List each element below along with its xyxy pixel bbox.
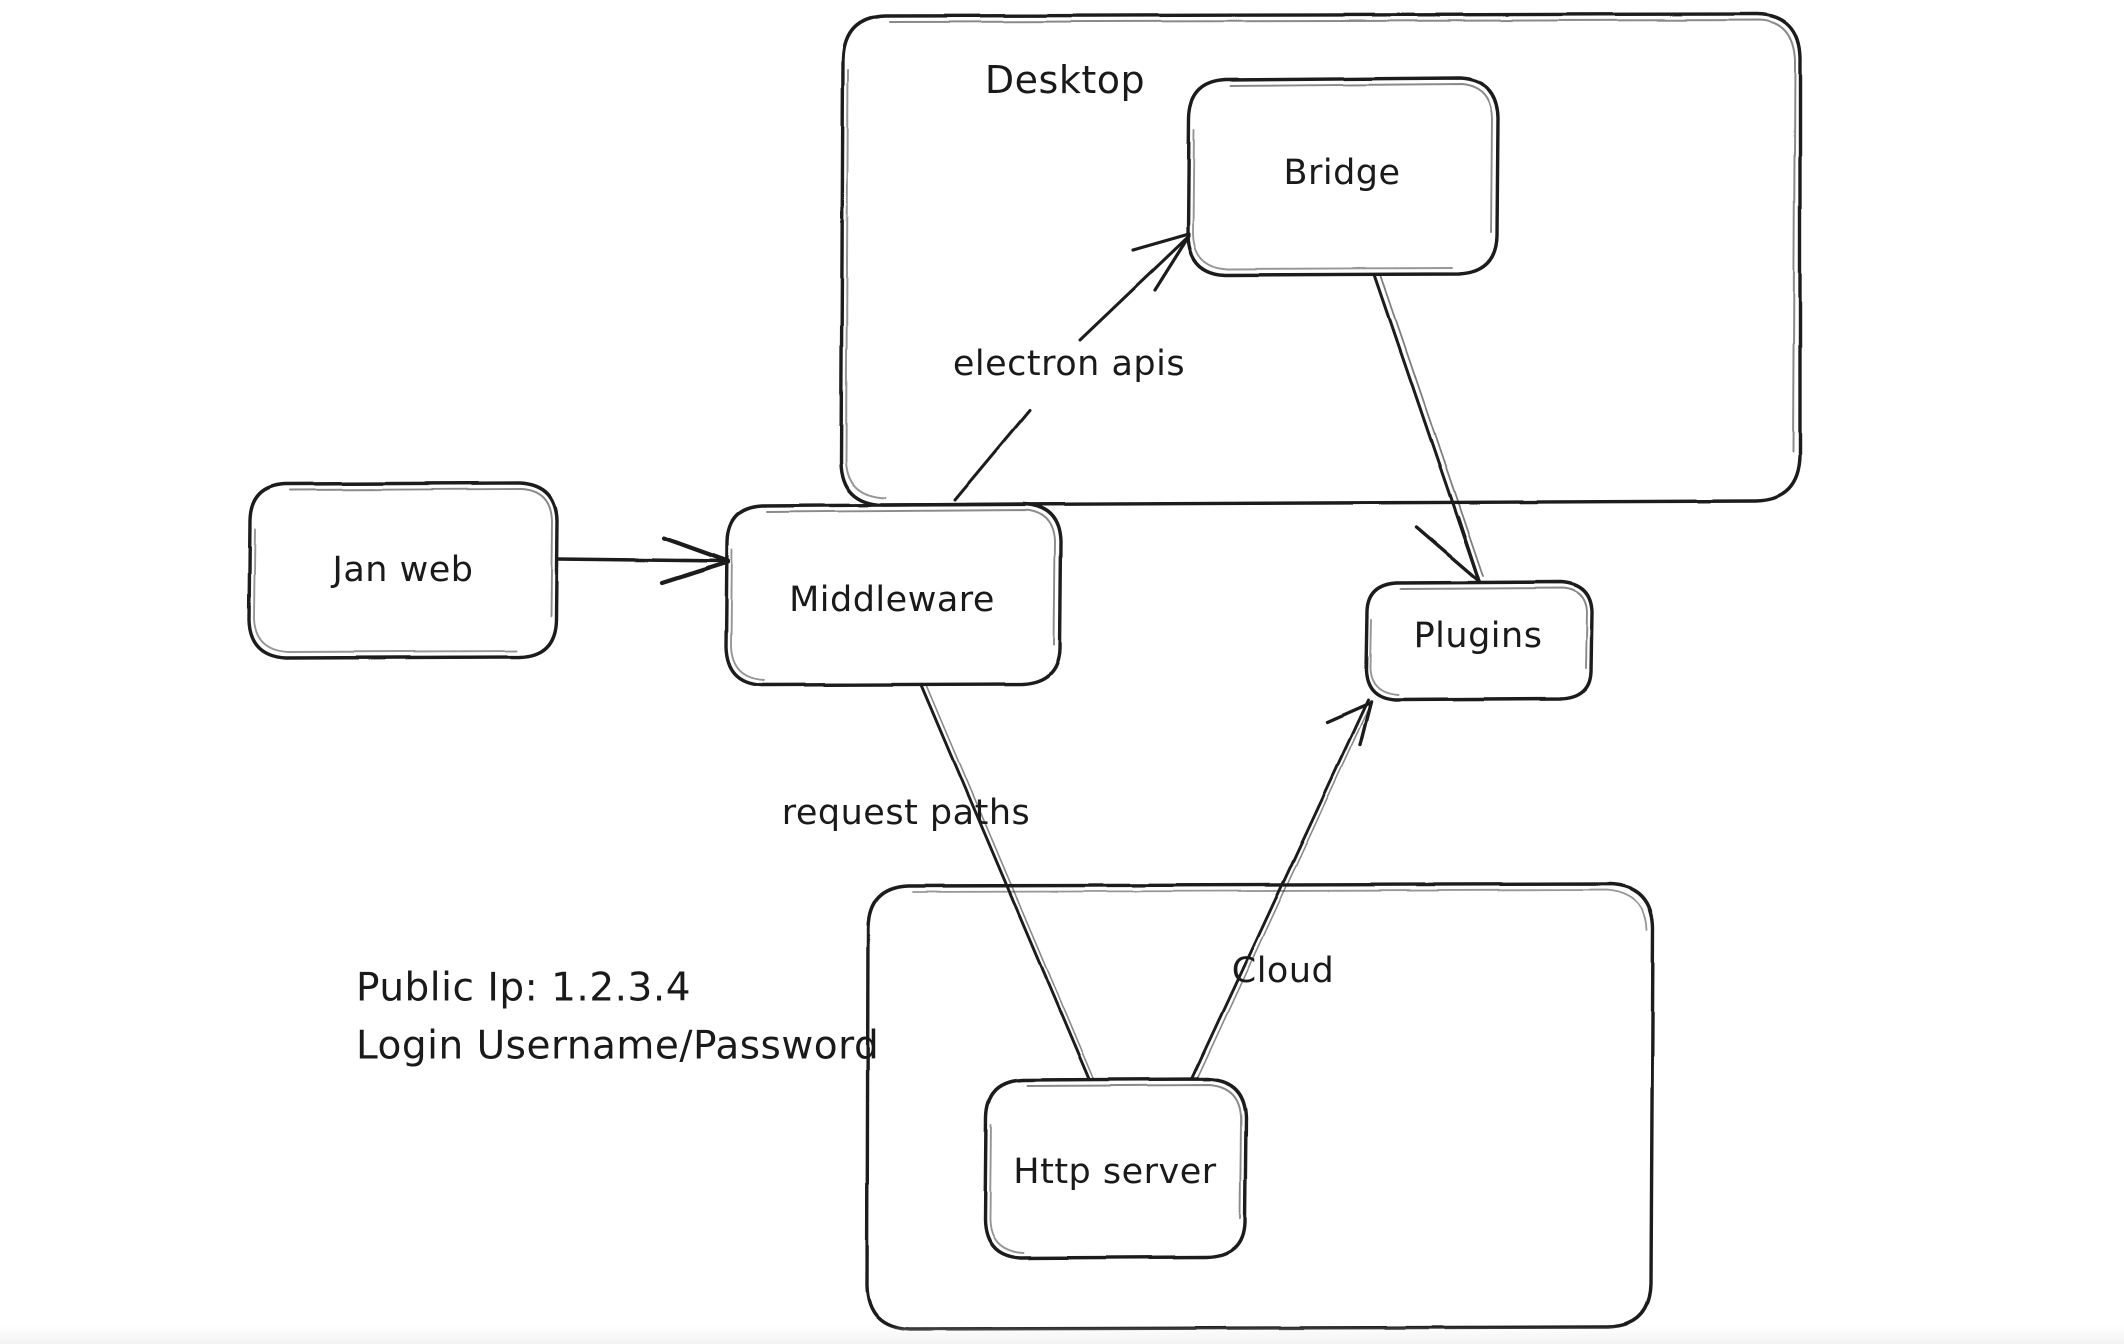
group-desktop-outline bbox=[839, 12, 1802, 507]
node-plugins-outline[interactable] bbox=[1364, 580, 1594, 702]
node-label-plugins[interactable]: Plugins bbox=[1413, 616, 1543, 656]
node-http-server-outline[interactable] bbox=[983, 1077, 1248, 1260]
edge-janweb-to-middleware bbox=[555, 535, 731, 586]
node-bridge-outline[interactable] bbox=[1186, 76, 1500, 277]
node-middleware-outline[interactable] bbox=[724, 502, 1063, 687]
node-label-jan-web[interactable]: Jan web bbox=[332, 550, 474, 590]
node-label-http-server[interactable]: Http server bbox=[1013, 1152, 1217, 1192]
bottom-edge-fade bbox=[0, 1326, 2124, 1344]
node-label-middleware[interactable]: Middleware bbox=[789, 580, 995, 620]
node-jan-web-outline[interactable] bbox=[247, 481, 559, 660]
edge-label-electron-apis: electron apis bbox=[952, 344, 1186, 384]
note-login-credentials: Login Username/Password bbox=[356, 1023, 880, 1069]
group-label-cloud: Cloud bbox=[1231, 951, 1335, 991]
edge-middleware-to-bridge bbox=[953, 232, 1191, 502]
node-label-bridge[interactable]: Bridge bbox=[1283, 153, 1401, 193]
note-public-ip: Public Ip: 1.2.3.4 bbox=[356, 965, 692, 1011]
edge-middleware-to-httpserver bbox=[920, 684, 1094, 1081]
group-label-desktop: Desktop bbox=[984, 58, 1146, 102]
edge-httpserver-to-plugins bbox=[1190, 698, 1373, 1081]
edge-label-request-paths: request paths bbox=[781, 793, 1031, 833]
edge-bridge-to-plugins bbox=[1373, 274, 1484, 583]
